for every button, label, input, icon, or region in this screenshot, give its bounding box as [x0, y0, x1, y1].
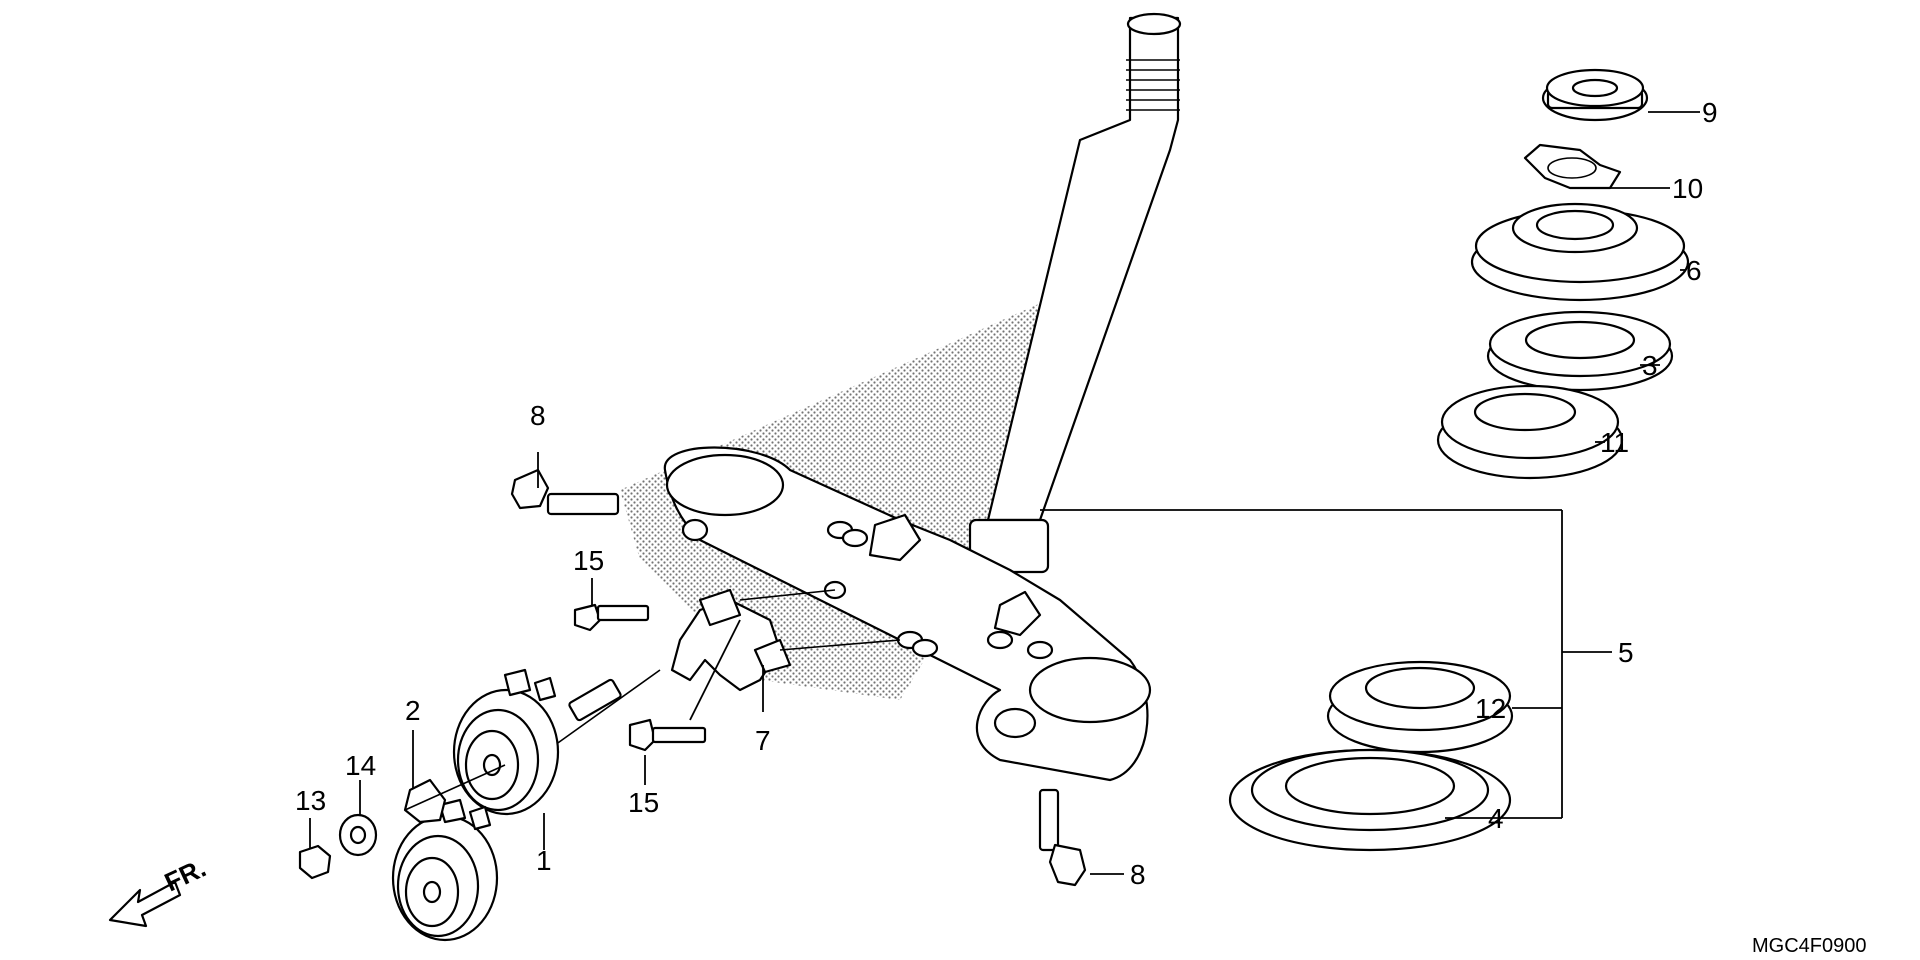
callout-12: 12 — [1475, 693, 1506, 724]
adjusting-nut-6 — [1470, 202, 1690, 302]
callout-9: 9 — [1702, 97, 1718, 128]
lower-bracket — [663, 446, 1152, 782]
horn-bracket — [670, 588, 901, 692]
bolt-8-lower — [1038, 788, 1087, 887]
lock-nut-9 — [1541, 68, 1649, 122]
steering-stem-shaft — [968, 12, 1182, 574]
callout-7: 7 — [755, 725, 771, 756]
bearing-11 — [1436, 384, 1624, 480]
callout-11: 11 — [1600, 427, 1629, 458]
washer-14 — [338, 813, 378, 857]
horn-lower — [391, 798, 499, 942]
nut-13 — [298, 844, 332, 880]
callout-14: 14 — [345, 750, 376, 781]
leader-lines — [309, 111, 1700, 875]
bearing-12 — [1326, 660, 1514, 754]
callout-3: 3 — [1642, 350, 1658, 381]
front-direction-arrow: FR. — [108, 853, 211, 928]
callout-4: 4 — [1488, 803, 1504, 834]
callout-5: 5 — [1618, 637, 1634, 668]
bolt-8-upper — [510, 468, 620, 516]
race-4 — [1228, 748, 1512, 852]
callout-2: 2 — [405, 695, 421, 726]
part-code: MGC4F0900 — [1752, 935, 1867, 957]
callout-1: 1 — [536, 845, 552, 876]
horn-stay-plate — [403, 764, 506, 824]
dust-seal-3 — [1486, 310, 1674, 392]
callout-8-lower: 8 — [1130, 859, 1146, 890]
callout-13: 13 — [295, 785, 326, 816]
bolt-15-lower — [628, 718, 707, 752]
bolt-15-upper — [573, 603, 650, 632]
callout-6: 6 — [1686, 255, 1702, 286]
callout-15-upper: 15 — [573, 545, 604, 576]
lock-washer-10 — [1523, 143, 1622, 190]
callout-15-lower: 15 — [628, 787, 659, 818]
horn-upper — [452, 668, 661, 816]
callout-8-upper: 8 — [530, 400, 546, 431]
callout-10: 10 — [1672, 173, 1703, 204]
